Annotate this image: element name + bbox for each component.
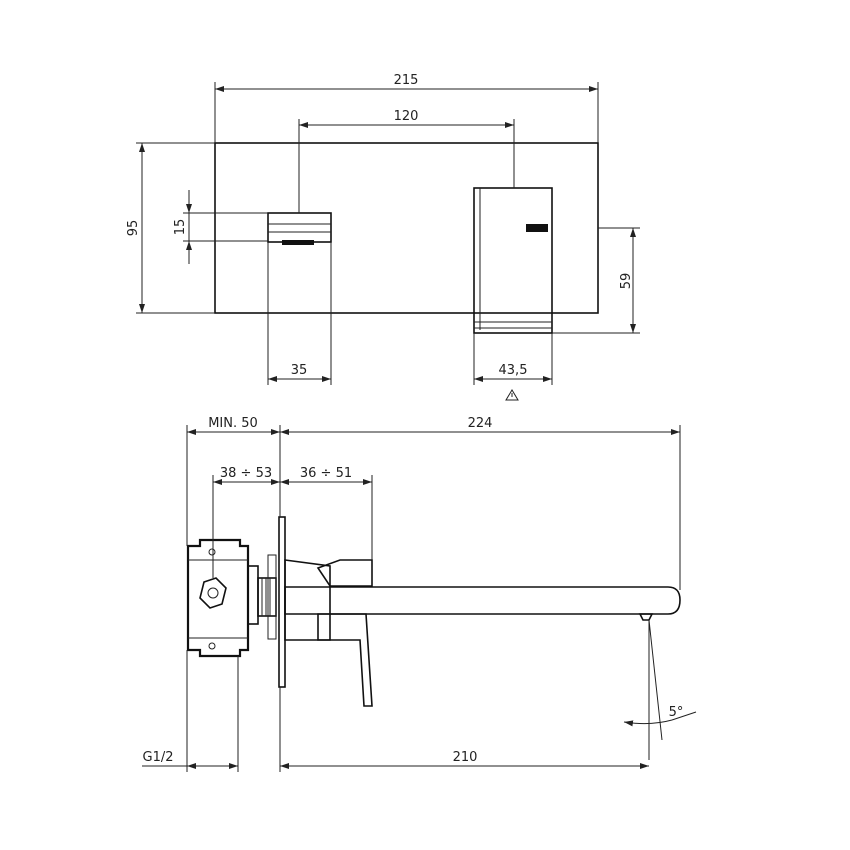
- lever-handle-side: [317, 613, 373, 707]
- aerator-outlet: [282, 240, 314, 245]
- concealed-body: [186, 538, 250, 658]
- label-center-distance: 120: [394, 109, 419, 124]
- dimension-angle: 5°: [623, 619, 697, 760]
- label-min-depth: MIN. 50: [208, 416, 258, 431]
- dimension-spout-thickness: 15: [173, 190, 268, 264]
- dimension-handle-height: 59: [552, 227, 640, 334]
- dimension-plate-range: 36 ÷ 51: [280, 466, 373, 560]
- cartridge-assembly: [247, 554, 277, 640]
- label-thread: G1/2: [143, 750, 174, 765]
- front-view: 215 120 95 15 59: [126, 73, 640, 401]
- dimension-projection: 224: [280, 416, 681, 590]
- dimension-thread: G1/2: [142, 650, 239, 772]
- dimension-center-distance: 120: [298, 109, 515, 213]
- dimension-min-depth: MIN. 50: [186, 416, 281, 546]
- label-plate-height: 95: [126, 220, 141, 237]
- side-view: MIN. 50 224 38 ÷ 53 36 ÷ 51 5°: [142, 416, 697, 772]
- dimension-spout-reach: 210: [279, 687, 649, 772]
- spout-outlet: [267, 212, 332, 245]
- label-body-range: 38 ÷ 53: [220, 466, 272, 481]
- dimension-overall-width: 215: [214, 73, 599, 143]
- label-overall-width: 215: [394, 73, 419, 88]
- label-spout-width: 35: [291, 363, 308, 378]
- label-projection: 224: [468, 416, 493, 431]
- wall-plate-side: [278, 516, 286, 688]
- dimension-body-range: 38 ÷ 53: [212, 466, 280, 578]
- warning-triangle-icon: [505, 389, 519, 401]
- spout-side: [284, 559, 681, 641]
- temperature-indicator: [526, 224, 548, 232]
- connection-nut: [199, 577, 227, 609]
- lever-handle: [473, 187, 553, 334]
- label-angle: 5°: [669, 705, 684, 720]
- dimension-handle-width: 43,5: [473, 333, 553, 385]
- dimension-plate-height: 95: [126, 142, 215, 314]
- dimension-spout-width: 35: [267, 242, 332, 385]
- label-handle-height: 59: [619, 273, 634, 290]
- label-plate-range: 36 ÷ 51: [300, 466, 352, 481]
- label-spout-thickness: 15: [173, 219, 188, 236]
- label-handle-width: 43,5: [499, 363, 528, 378]
- label-spout-reach: 210: [453, 750, 478, 765]
